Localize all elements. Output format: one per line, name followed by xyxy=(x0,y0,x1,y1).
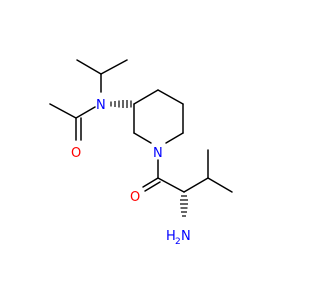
structure-diagram: N O N O H 2 N xyxy=(49,59,233,247)
bond-iprop-ch3-right xyxy=(100,59,128,75)
bond-carbonyl-o-2 xyxy=(144,181,161,192)
atom-label-ketone-o: O xyxy=(130,190,140,205)
bond-ring-n-c2 xyxy=(133,132,152,144)
hashed-wedge-bond-amine xyxy=(180,195,188,217)
bond-ring-c6-n xyxy=(165,132,184,144)
hashed-wedge-bond xyxy=(110,100,132,108)
bond-carbonyl-o-1 xyxy=(142,177,159,188)
bond-carbonyl-calpha xyxy=(157,177,185,193)
atom-label-ring-n: N xyxy=(153,146,163,161)
bond-cbeta-ch3-right xyxy=(207,177,233,193)
atom-label-amine-h: H xyxy=(166,229,176,244)
atom-label-amide-n: N xyxy=(96,98,106,113)
bond-calpha-cbeta xyxy=(183,177,209,193)
molecule-drawing: N O N O H 2 N xyxy=(49,59,233,247)
atom-label-amide-o: O xyxy=(71,146,81,161)
bond-acetyl-n xyxy=(75,106,96,119)
bond-acetyl-methyl xyxy=(49,103,77,119)
bond-ring-c4-c5 xyxy=(157,89,184,105)
atom-label-amine-subscript: 2 xyxy=(175,237,181,247)
bond-ring-c3-c4 xyxy=(133,89,159,105)
bond-iprop-ch3-left xyxy=(76,59,102,75)
atom-label-amine-n: N xyxy=(181,229,191,244)
